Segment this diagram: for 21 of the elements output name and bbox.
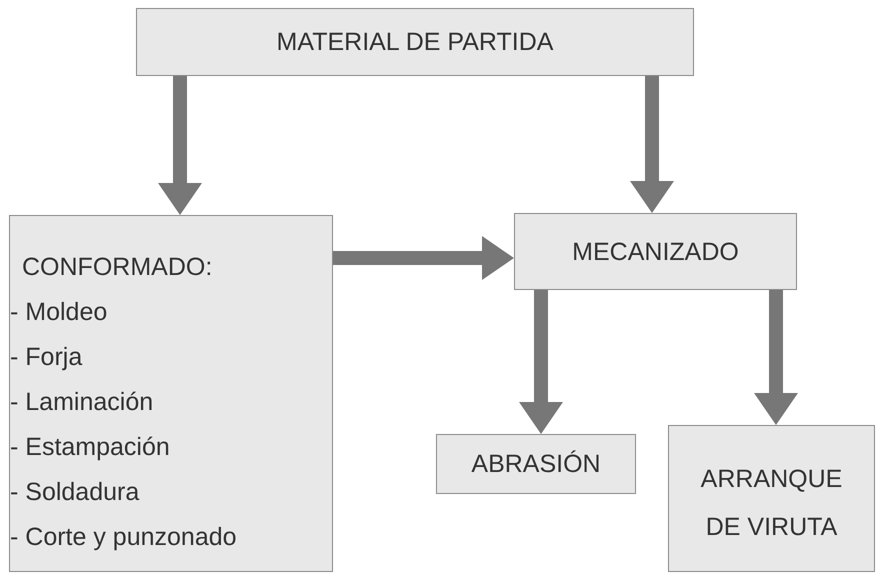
node-text: CONFORMADO: — [22, 252, 212, 283]
node-text: - Corte y punzonado — [10, 522, 237, 553]
arrow — [630, 76, 674, 213]
arrow — [754, 290, 798, 425]
process-box — [436, 434, 636, 494]
process-box — [9, 215, 333, 572]
node-text: - Estampación — [10, 432, 170, 463]
process-box — [514, 213, 797, 290]
node-text: - Laminación — [10, 387, 154, 418]
process-box — [668, 425, 875, 572]
node-text: MECANIZADO — [572, 236, 739, 268]
node-text: - Forja — [10, 342, 82, 373]
node-text: - Soldadura — [10, 477, 140, 508]
node-text: MATERIAL DE PARTIDA — [276, 27, 554, 58]
node-text: ARRANQUE DE VIRUTA — [700, 464, 844, 542]
arrow — [519, 290, 563, 434]
arrow — [333, 236, 514, 280]
process-box — [136, 8, 694, 76]
arrow — [158, 76, 202, 215]
node-text: ABRASIÓN — [471, 449, 601, 480]
node-text: - Moldeo — [10, 297, 108, 328]
